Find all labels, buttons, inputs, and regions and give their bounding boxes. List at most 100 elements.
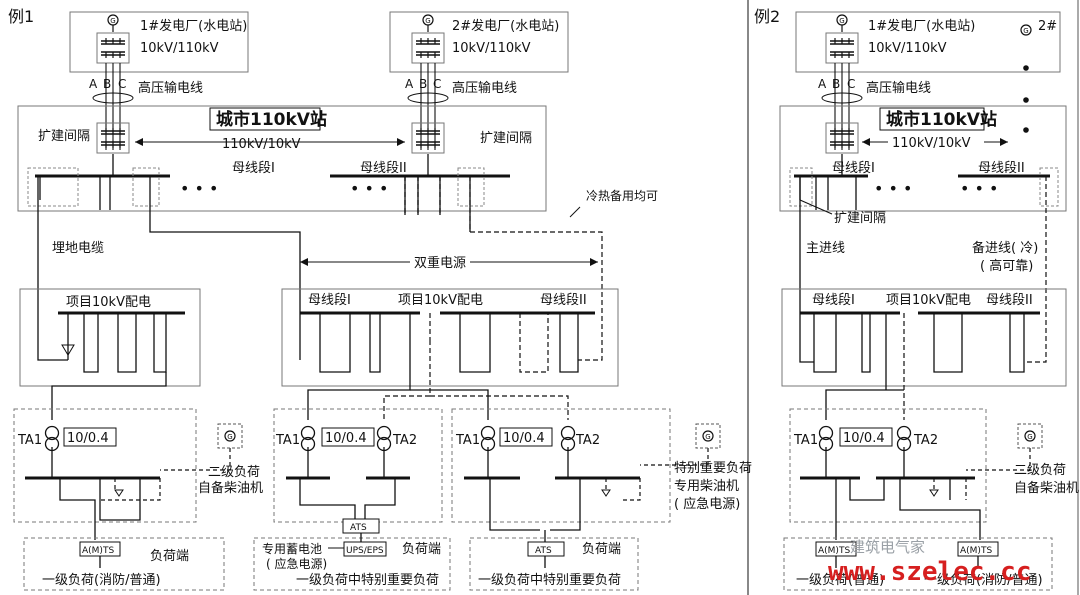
ex1-dist-b-bus1: 母线段I (308, 293, 351, 308)
ex1-hv-line-2: 高压输电线 (452, 80, 517, 96)
ex2-dots-2: • • • (960, 179, 998, 198)
transformer-icon (825, 32, 859, 64)
svg-text:( 应急电源): ( 应急电源) (266, 556, 327, 571)
ex1-station-box (17, 105, 547, 212)
svg-text:A(M)TS: A(M)TS (82, 546, 114, 556)
ex2-diesel-l2: 自备柴油机 (1014, 480, 1079, 496)
transformer-icon (411, 32, 445, 64)
ex1-bus-1: 母线段I (232, 161, 275, 176)
ex2-load-1: 一级负荷(普通) (796, 573, 884, 588)
ex2-bus-1: 母线段I (832, 161, 875, 176)
ex1-load-2: 一级负荷中特别重要负荷 (296, 572, 439, 588)
transformer-ta-icon (896, 425, 912, 452)
svg-text:10/0.4: 10/0.4 (503, 431, 545, 446)
ex2-sub-box (789, 408, 987, 523)
ex1-bus-2: 母线段II (360, 161, 407, 176)
svg-text:负荷端: 负荷端 (150, 549, 189, 564)
ex2-dots-1: • • • (874, 179, 912, 198)
ex1-sp-l2: 专用柴油机 (674, 479, 739, 494)
svg-text:A(M)TS: A(M)TS (960, 546, 992, 556)
ex1-cable: 埋地电缆 (52, 240, 104, 256)
ex1-label: 例1 (8, 7, 34, 26)
ex2-station-voltage: 110kV/10kV (892, 136, 971, 151)
ex1-plant1: 1#发电厂(水电站) (140, 18, 247, 34)
svg-text:专用蓄电池: 专用蓄电池 (262, 541, 322, 556)
ex1-sub3-box (451, 408, 671, 523)
ex1-dots-2: • • • (350, 179, 388, 198)
ex1-backup-note: 冷热备用均可 (586, 189, 658, 203)
ex1-expand-2: 扩建间隔 (480, 131, 532, 146)
svg-text:TA2: TA2 (575, 433, 600, 448)
generator-icon (1020, 24, 1032, 36)
svg-text:A: A (89, 77, 98, 91)
ex2-label: 例2 (754, 7, 780, 26)
ex2-plant1: 1#发电厂(水电站) (868, 18, 975, 34)
generator-icon (107, 14, 119, 26)
ex1-station: 城市110kV站 (216, 109, 327, 130)
ex1-load-1: 一级负荷(消防/普通) (42, 572, 161, 588)
ex2-dist-box (781, 288, 1067, 387)
diesel-generator-icon (1024, 430, 1036, 442)
ex1-load-3: 一级负荷中特别重要负荷 (478, 572, 621, 588)
svg-text:负荷端: 负荷端 (582, 542, 621, 557)
watermark-url: www.szelec.cc (828, 557, 1032, 587)
ex1-dist-b-box (281, 288, 619, 387)
ex1-plant1-box (69, 11, 249, 73)
ex1-load2-box (253, 537, 451, 591)
ex1-plant2-voltage: 10kV/110kV (452, 41, 531, 56)
ex2-station-box (779, 105, 1067, 212)
ex1-diesel-l2: 自备柴油机 (198, 480, 263, 496)
generator-icon (836, 14, 848, 26)
svg-text:TA1: TA1 (275, 433, 300, 448)
ex1-dual-supply: 双重电源 (414, 255, 466, 271)
svg-text:TA1: TA1 (17, 433, 42, 448)
svg-text:TA1: TA1 (455, 433, 480, 448)
svg-text:ATS: ATS (350, 523, 367, 533)
ex1-expand-1: 扩建间隔 (38, 129, 90, 144)
ex1-dist-b-bus2: 母线段II (540, 293, 587, 308)
ex1-load3-box (469, 537, 639, 591)
ex2-load-box (783, 537, 1053, 591)
watermark-cn: 建筑电气家 (850, 538, 925, 556)
generator-icon (422, 14, 434, 26)
transformer-ta-icon (818, 425, 834, 452)
svg-text:TA2: TA2 (913, 433, 938, 448)
diesel-generator-icon (702, 430, 714, 442)
ex1-plant1-voltage: 10kV/110kV (140, 41, 219, 56)
svg-text:10/0.4: 10/0.4 (67, 431, 109, 446)
ex2-dots-vertical (1023, 65, 1029, 133)
transformer-ta-icon (376, 425, 392, 452)
ex1-hv-line-1: 高压输电线 (138, 80, 203, 96)
ex2-dist-bus1: 母线段I (812, 293, 855, 308)
ex2-dist: 项目10kV配电 (886, 293, 971, 308)
ex1-diesel-l1: 二级负荷 (208, 465, 260, 480)
ex1-load1-box (23, 537, 225, 591)
svg-text:UPS/EPS: UPS/EPS (346, 546, 384, 556)
svg-text:A(M)TS: A(M)TS (818, 546, 850, 556)
svg-text:C: C (118, 77, 126, 91)
svg-text:C: C (847, 77, 855, 91)
transformer-icon (96, 32, 130, 64)
ex2-plant-box (795, 11, 1061, 73)
svg-text:10/0.4: 10/0.4 (325, 431, 367, 446)
ex2-dist-bus2: 母线段II (986, 293, 1033, 308)
svg-text:TA1: TA1 (793, 433, 818, 448)
svg-text:负荷端: 负荷端 (402, 542, 441, 557)
ex2-backup-l2: ( 高可靠) (980, 258, 1033, 274)
transformer-ta-icon (44, 425, 60, 452)
svg-text:ATS: ATS (535, 546, 552, 556)
example-2: 例2 1#发电厂(水电站) 10kV/110kV 2# A B C 高压输电线 … (754, 7, 1079, 591)
ex1-sub1-box (13, 408, 197, 523)
diesel-generator-icon (224, 430, 236, 442)
ex2-plant1-voltage: 10kV/110kV (868, 41, 947, 56)
ex2-hv-line: 高压输电线 (866, 80, 931, 96)
watermark: 建筑电气家 www.szelec.cc (828, 538, 1032, 587)
svg-text:A: A (818, 77, 827, 91)
ex2-plant2: 2# (1038, 19, 1057, 34)
ex1-station-voltage: 110kV/10kV (222, 137, 301, 152)
ex2-main-line: 主进线 (806, 241, 845, 256)
ex2-load-2: 一级负荷(消防/普通) (924, 572, 1043, 588)
svg-text:A: A (405, 77, 414, 91)
